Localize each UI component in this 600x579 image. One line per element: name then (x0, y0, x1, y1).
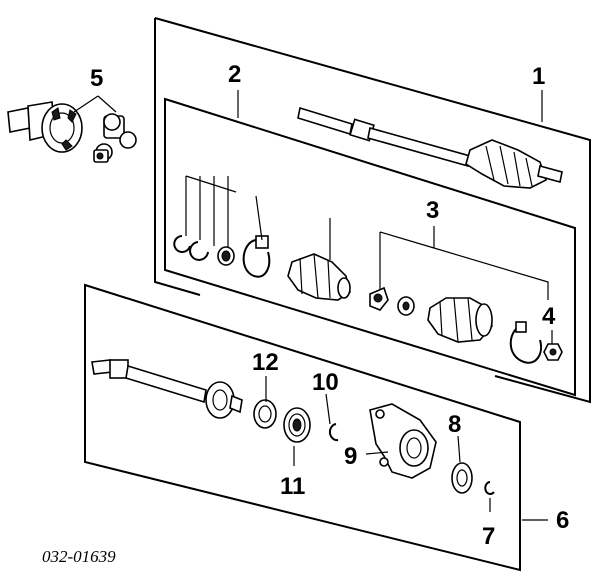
retaining-clip-7 (484, 481, 495, 495)
dust-seal (451, 462, 473, 494)
callout-6: 6 (556, 507, 569, 534)
callout-11: 11 (280, 473, 305, 500)
callout-7: 7 (482, 523, 495, 550)
callout-3: 3 (426, 197, 439, 224)
callout-10: 10 (312, 369, 339, 396)
callout-8: 8 (448, 411, 461, 438)
clip-small-1 (173, 235, 191, 253)
outer-frame-upper (154, 17, 591, 404)
callout-1: 1 (532, 63, 545, 90)
outer-joint-assembly (7, 101, 83, 153)
tripod-spider-joint (93, 113, 137, 163)
outer-boot (287, 253, 351, 301)
callout-5: 5 (90, 65, 103, 92)
leader-lines (73, 90, 553, 521)
inner-boot (427, 297, 493, 343)
callout-4: 4 (542, 303, 556, 330)
diagram-code: 032-01639 (42, 547, 116, 566)
boot-clamp-ring (217, 246, 235, 266)
clip-small-2 (189, 241, 209, 261)
callout-2: 2 (228, 61, 241, 88)
small-nut (543, 343, 563, 361)
seal-ring (253, 399, 277, 429)
intermediate-shaft (91, 359, 243, 419)
callout-9: 9 (344, 443, 357, 470)
callout-12: 12 (252, 349, 279, 376)
bearing-support-bracket (369, 403, 437, 479)
outer-frame-lower (84, 283, 521, 572)
boot-band-large (242, 235, 271, 278)
halfshaft-assembly (297, 106, 563, 189)
stop-ring (397, 296, 415, 316)
bearing (283, 407, 311, 443)
snap-ring-10 (328, 423, 339, 442)
boot-band-inner (509, 321, 542, 364)
circlip-1 (369, 286, 389, 311)
inner-frame-boot-kit (164, 97, 576, 397)
